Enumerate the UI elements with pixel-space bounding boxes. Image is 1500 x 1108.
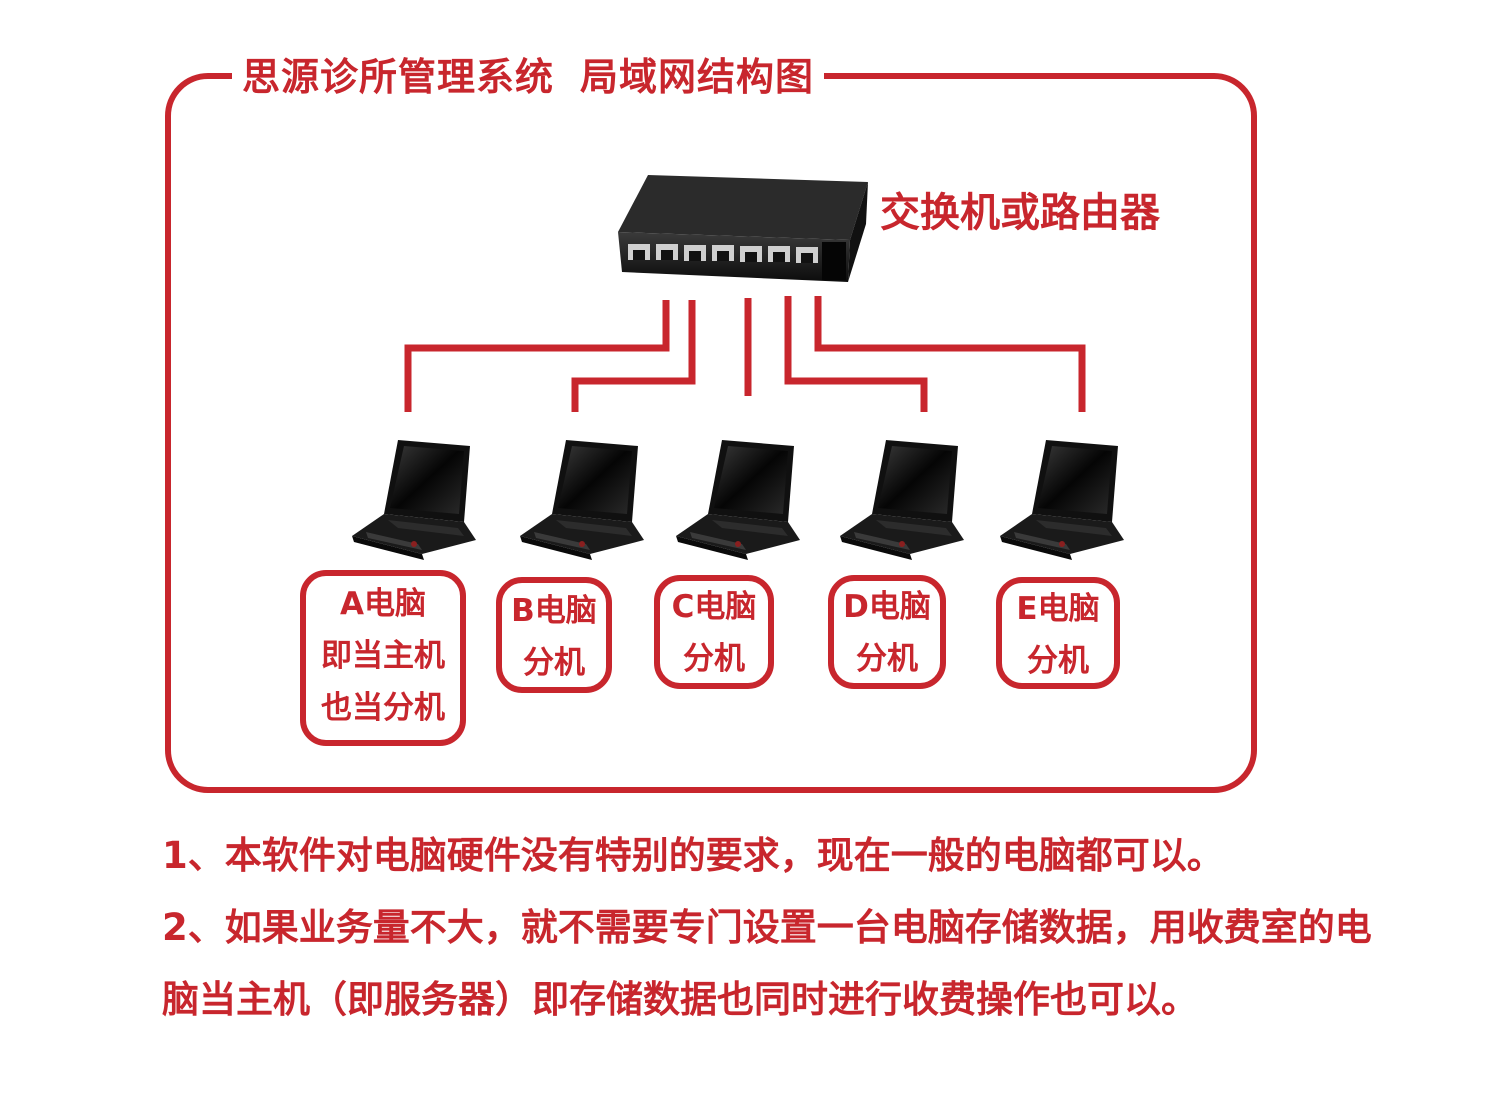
note-2: 2、如果业务量不大，就不需要专门设置一台电脑存储数据，用收费室的电脑当主机（即服…: [162, 906, 1372, 1021]
computer-b-name: B电脑: [511, 593, 597, 629]
computer-c-name: C电脑: [671, 589, 757, 625]
laptop-d-icon: [840, 440, 964, 560]
computer-e-name: E电脑: [1016, 591, 1100, 627]
network-switch-icon: [618, 175, 868, 282]
computer-b-role: 分机: [523, 645, 585, 681]
diagram-title: 思源诊所管理系统局域网结构图: [232, 54, 825, 100]
computer-e-label-box: E电脑 分机: [996, 577, 1120, 689]
note-1: 1、本软件对电脑硬件没有特别的要求，现在一般的电脑都可以。: [162, 834, 1224, 877]
title-system-name: 思源诊所管理系统: [242, 55, 555, 99]
computer-c-label-box: C电脑 分机: [654, 575, 774, 689]
computer-d-role: 分机: [856, 641, 918, 677]
link-b: [571, 300, 696, 412]
laptop-a-icon: [352, 440, 476, 560]
computer-c-role: 分机: [683, 641, 745, 677]
computer-b-label-box: B电脑 分机: [496, 577, 612, 693]
laptop-b-icon: [520, 440, 644, 560]
laptop-e-icon: [1000, 440, 1124, 560]
notes: 1、本软件对电脑硬件没有特别的要求，现在一般的电脑都可以。 2、如果业务量不大，…: [162, 820, 1382, 1036]
computer-a-name: A电脑: [340, 586, 426, 622]
connection-lines: [404, 296, 1086, 412]
computer-e-role: 分机: [1027, 643, 1089, 679]
link-a: [404, 300, 670, 412]
computer-a-role-2: 也当分机: [321, 690, 445, 726]
laptop-c-icon: [676, 440, 800, 560]
computer-a-role-1: 即当主机: [321, 638, 445, 674]
computer-d-label-box: D电脑 分机: [828, 575, 946, 689]
computer-a-label-box: A电脑 即当主机 也当分机: [300, 570, 466, 746]
title-diagram-name: 局域网结构图: [580, 55, 815, 99]
computer-d-name: D电脑: [843, 589, 931, 625]
link-d: [784, 296, 928, 412]
switch-label: 交换机或路由器: [880, 190, 1160, 236]
link-e: [814, 296, 1086, 412]
